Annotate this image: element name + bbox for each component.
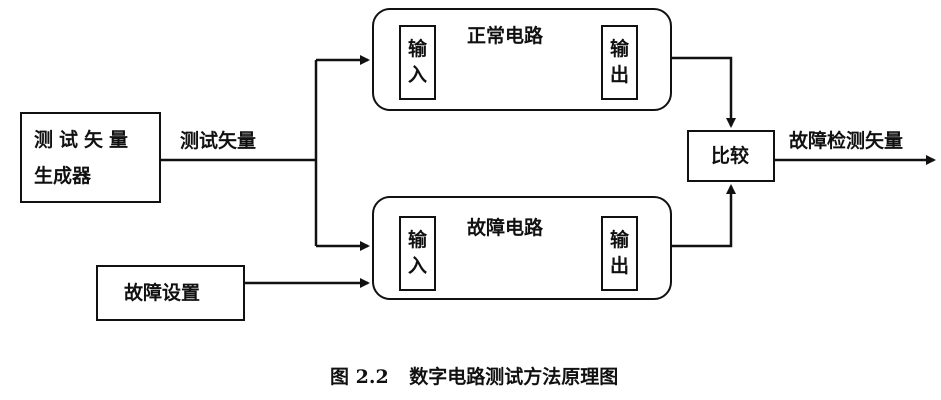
fault-setting-box: 故障设置 [96, 265, 245, 321]
test-vector-label: 测试矢量 [180, 130, 257, 152]
normal-circuit-output-label: 输出 [610, 38, 630, 86]
fault-circuit-output-label: 输出 [610, 229, 630, 277]
fault-detection-vector-label: 故障检测矢量 [789, 130, 904, 152]
fault-setting-label: 故障设置 [124, 282, 201, 304]
fault-circuit-input-box: 输入 [399, 216, 436, 291]
generator-line-2: 生成器 [34, 165, 92, 187]
test-vector-generator-box: 测试矢量 生成器 [20, 112, 161, 203]
compare-box: 比较 [687, 130, 775, 182]
normal-circuit-input-label: 输入 [408, 38, 428, 86]
normal-circuit-output-box: 输出 [601, 25, 638, 100]
arrow-normal-to-compare [671, 56, 736, 128]
fault-circuit-output-box: 输出 [601, 216, 638, 291]
fault-circuit-input-label: 输入 [408, 229, 428, 277]
normal-circuit-block: 输入 正常电路 输出 [372, 8, 672, 111]
arrow-fault-to-compare [671, 184, 736, 248]
figure-title: 数字电路测试方法原理图 [409, 366, 619, 388]
compare-label: 比较 [711, 145, 750, 167]
fault-circuit-block: 输入 故障电路 输出 [372, 196, 672, 300]
fault-circuit-title: 故障电路 [467, 217, 544, 239]
figure-number: 图 2.2 [330, 366, 389, 388]
normal-circuit-title: 正常电路 [467, 25, 544, 47]
normal-circuit-input-box: 输入 [399, 25, 436, 100]
figure-caption: 图 2.2 数字电路测试方法原理图 [330, 362, 618, 389]
generator-line-1: 测试矢量 [34, 129, 135, 151]
